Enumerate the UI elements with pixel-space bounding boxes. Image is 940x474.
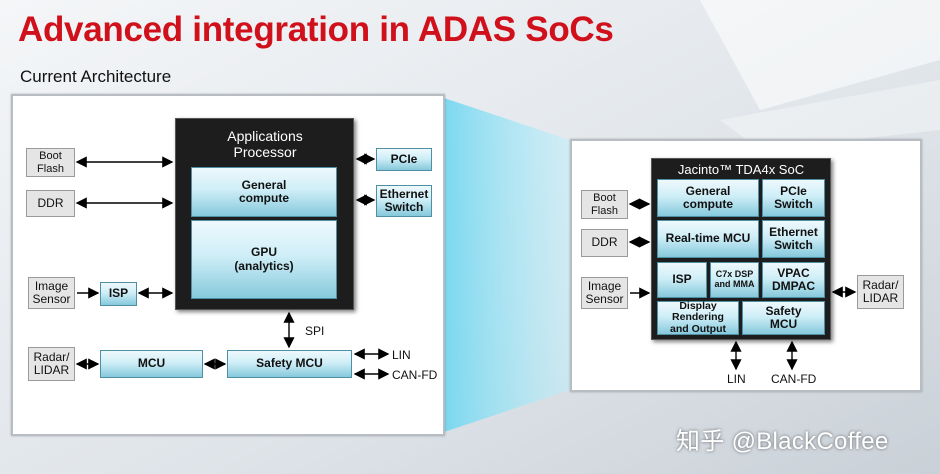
soc-realtime-mcu-block: Real-time MCU [657, 220, 759, 258]
radar-lidar-block: Radar/ LIDAR [28, 347, 75, 381]
soc-ddr-block: DDR [581, 229, 628, 257]
mcu-block: MCU [100, 350, 203, 378]
pcie-block: PCIe [376, 148, 432, 171]
isp-block: ISP [100, 282, 137, 306]
soc-general-compute-block: General compute [657, 179, 759, 217]
image-sensor-block: Image Sensor [28, 277, 75, 309]
watermark: 知乎 @BlackCoffee [676, 428, 889, 455]
boot-flash-block: Boot Flash [26, 148, 75, 177]
soc-vpac-dmpac-block: VPAC DMPAC [762, 262, 825, 298]
ddr-block: DDR [26, 190, 75, 217]
soc-ethernet-switch-block: Ethernet Switch [762, 220, 825, 258]
soc-boot-flash-block: Boot Flash [581, 190, 628, 219]
jacinto-soc-title: Jacinto™ TDA4x SoC [677, 162, 805, 177]
lin-label: LIN [392, 348, 411, 362]
soc-display-block: Display Rendering and Output [657, 300, 739, 335]
soc-lin-label: LIN [727, 372, 746, 386]
spi-label: SPI [305, 324, 325, 338]
applications-processor-label: Applications Processor [227, 128, 303, 160]
projection-beam [444, 98, 570, 432]
soc-pcie-switch-block: PCIe Switch [762, 179, 825, 217]
soc-safety-mcu-block: Safety MCU [742, 301, 825, 335]
soc-can-fd-label: CAN-FD [771, 372, 817, 386]
safety-mcu-block: Safety MCU [227, 350, 352, 378]
soc-radar-lidar-block: Radar/ LIDAR [857, 275, 904, 309]
can-fd-label: CAN-FD [392, 368, 438, 382]
soc-image-sensor-block: Image Sensor [581, 277, 628, 309]
ethernet-switch-block: Ethernet Switch [376, 185, 432, 217]
current-architecture-label: Current Architecture [20, 67, 172, 86]
soc-isp-block: ISP [657, 262, 707, 298]
general-compute-block: General compute [191, 167, 337, 217]
soc-dsp-mma-block: C7x DSP and MMA [710, 262, 759, 298]
gpu-block: GPU (analytics) [191, 220, 337, 299]
page-title: Advanced integration in ADAS SoCs [18, 10, 614, 49]
